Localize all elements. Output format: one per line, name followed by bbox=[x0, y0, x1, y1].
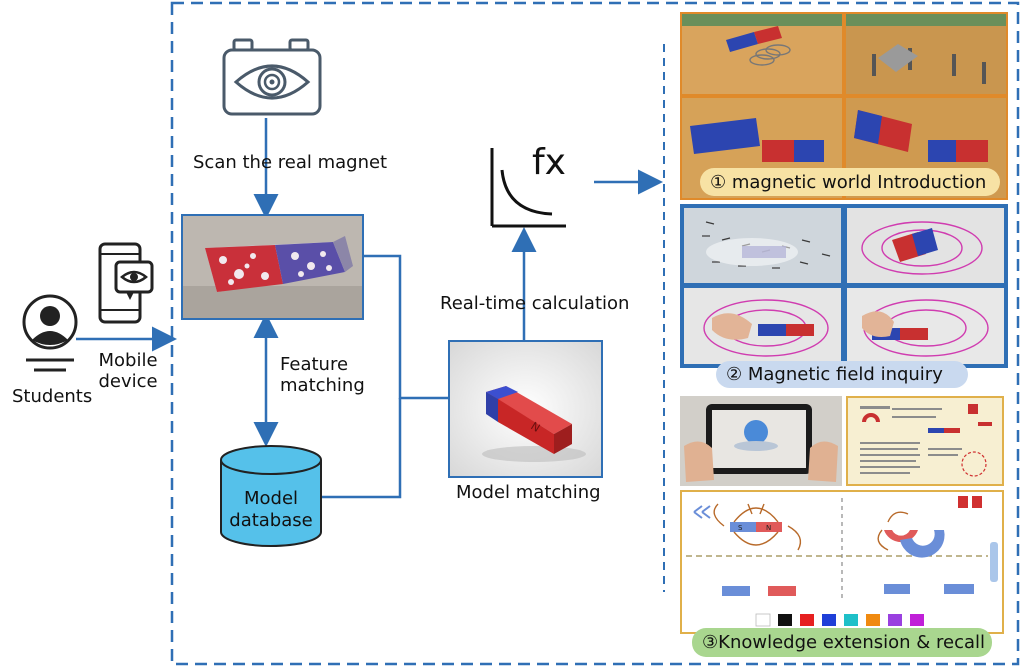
panel-3-tablet-photo bbox=[680, 396, 842, 486]
panel-3-whiteboard: S N bbox=[680, 490, 1004, 634]
panel-2-caption: ② Magnetic field inquiry bbox=[716, 361, 968, 388]
students-label: Students bbox=[12, 386, 93, 407]
whiteboard-n-letter-1: N bbox=[766, 524, 771, 532]
scan-camera-icon bbox=[222, 38, 322, 116]
model-matching-label: Model matching bbox=[456, 482, 601, 503]
scan-label: Scan the real magnet bbox=[193, 152, 388, 173]
panel-3-textbook-page bbox=[846, 396, 1004, 486]
student-icon bbox=[22, 294, 78, 372]
fx-text: fx bbox=[532, 142, 566, 183]
panel-3-caption: ③Knowledge extension & recall bbox=[692, 628, 992, 657]
real-magnet-photo bbox=[181, 214, 364, 320]
panel-1-caption: ① magnetic world Introduction bbox=[700, 168, 1000, 196]
mobile-device-label: Mobile device bbox=[98, 350, 158, 392]
connector-photo-to-model bbox=[362, 254, 448, 400]
panel-2-screens bbox=[680, 204, 1008, 368]
whiteboard-s-letter-1: S bbox=[738, 524, 743, 532]
model-database-cylinder bbox=[220, 445, 322, 547]
function-graph-icon bbox=[490, 148, 566, 228]
feature-matching-label: Feature matching bbox=[280, 354, 365, 396]
mobile-device-icon bbox=[98, 242, 154, 324]
virtual-magnet-model: N bbox=[448, 340, 603, 478]
realtime-calculation-label: Real-time calculation bbox=[440, 293, 630, 314]
model-database-label: Model database bbox=[229, 488, 313, 531]
connector-db-to-model bbox=[322, 398, 402, 499]
